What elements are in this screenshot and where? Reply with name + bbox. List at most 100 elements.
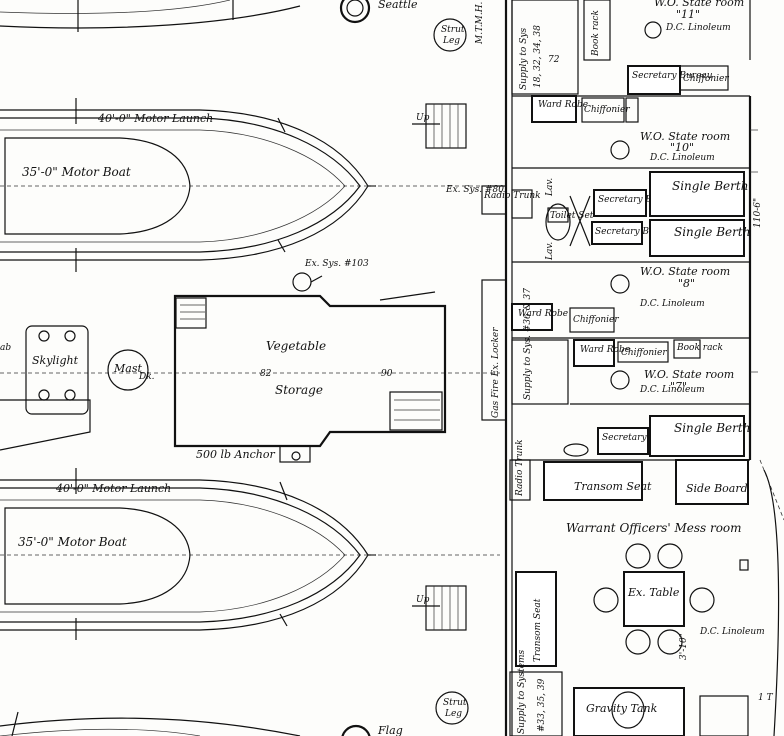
anchor: 500 lb Anchor (196, 445, 311, 463)
label-ward-robe-1: Ward Robe (538, 100, 588, 110)
state-room-10: Ward Robe Chiffonier W.O. State room "10… (512, 95, 750, 169)
label-supply-top-nums2: 72 (548, 55, 560, 65)
label-chiffonier-2: Chiffonier (584, 105, 630, 115)
label-state-room-7: W.O. State room (644, 368, 734, 381)
ex-sys-103: Ex. Sys. #103 (292, 259, 369, 292)
label-skylight: Skylight (32, 354, 79, 367)
label-dim-3-10: 3'-10" (679, 633, 689, 660)
label-linoleum-2: D.C. Linoleum (649, 153, 715, 163)
label-state-room-7-num: "7" (670, 380, 687, 393)
label-chiffonier-3: Chiffonier (573, 315, 619, 325)
label-sec-bureau-2: Secretary Bureau (598, 195, 679, 205)
label-state-room-10-num: "10" (670, 141, 694, 154)
label-motorboat-top: 35'-0" Motor Boat (22, 165, 131, 179)
berth-block-lower: Secretary Bureau Single Berth (512, 415, 750, 461)
label-ward-robe-2: Ward Robe (518, 309, 568, 319)
seattle-ring: Seattle (339, 0, 418, 24)
label-dim-110: 110-6" (753, 198, 763, 228)
label-linoleum-4: D.C. Linoleum (639, 385, 705, 395)
label-frame-90: 90 (381, 369, 393, 379)
label-dim-1t: 1 T (758, 693, 774, 703)
label-state-room-11-num: "11" (676, 8, 700, 21)
label-mess-room: Warrant Officers' Mess room (566, 521, 742, 535)
label-transom-seat: Transom Seat (574, 480, 652, 493)
label-transom-seat-2: Transom Seat (533, 598, 543, 662)
label-sec-bureau-1: Secretary Bureau (632, 71, 713, 81)
label-ex-sys-103: Ex. Sys. #103 (304, 259, 369, 269)
label-book-rack-2: Book rack (676, 343, 723, 353)
partial-boat-bottom (0, 711, 301, 736)
label-supply-bottom: Supply to Systems (517, 649, 527, 734)
label-mtmh: M.T.M.H. (475, 1, 485, 45)
partial-boat-top (0, 0, 301, 32)
label-mast: Mast (113, 362, 142, 375)
label-linoleum-3: D.C. Linoleum (639, 299, 705, 309)
label-ab: ab (0, 343, 11, 353)
label-gas-fire: Gas Fire Ex. Locker (491, 327, 501, 418)
label-ward-robe-3: Ward Robe (580, 345, 630, 355)
ladder-up-bottom: Up (412, 585, 467, 631)
label-state-room-8-num: "8" (678, 277, 695, 290)
label-sec-bureau-4: Secretary Bureau (602, 433, 683, 443)
label-leg-bottom: Leg (444, 709, 462, 719)
gas-fire-locker: Gas Fire Ex. Locker Supply to Sys. #36 &… (481, 279, 569, 421)
radio-trunk: Radio Trunk Ex. Sys. #80 (445, 185, 541, 219)
label-up-top: Up (416, 113, 430, 123)
label-chiffonier-1: Chiffonier (683, 74, 729, 84)
label-ex-sys-80: Ex. Sys. #80 (445, 185, 504, 195)
label-state-room-11: W.O. State room (654, 0, 744, 9)
motor-launch-bottom: 40'-0" Motor Launch 35'-0" Motor Boat (0, 468, 376, 640)
label-linoleum-1: D.C. Linoleum (665, 23, 731, 33)
label-strut-bottom: Strut (443, 698, 467, 708)
supply-top: Supply to Sys 18, 32, 34, 38 72 Book rac… (511, 0, 611, 95)
motor-launch-top: 40'-0" Motor Launch 35'-0" Motor Boat (0, 98, 376, 272)
skylight: Skylight ab (0, 325, 91, 451)
label-mast-abbr: Dk. (138, 372, 155, 382)
label-vegetable: Vegetable (266, 339, 326, 353)
label-supply-top-nums: 18, 32, 34, 38 (533, 25, 543, 88)
mess-room: Warrant Officers' Mess room Ex. Table D.… (515, 521, 765, 667)
label-flag: Flag (377, 724, 403, 736)
label-lav-1: Lav. (545, 178, 555, 197)
label-book-rack: Book rack (591, 10, 601, 57)
label-radio-trunk-2: Radio Trunk (515, 439, 525, 497)
label-single-berth-2: Single Berth (674, 225, 750, 239)
ladder-up-top: Up (412, 103, 467, 149)
state-room-7: Ward Robe Chiffonier Book rack W.O. Stat… (570, 339, 750, 405)
label-frame-82: 82 (260, 369, 272, 379)
label-single-berth-3: Single Berth (674, 421, 750, 435)
label-lav-2: Lav. (545, 242, 555, 261)
state-room-11: W.O. State room "11" D.C. Linoleum Secre… (627, 0, 751, 95)
label-supply-top: Supply to Sys (519, 28, 529, 90)
label-chiffonier-4: Chiffonier (621, 348, 667, 358)
state-room-8: W.O. State room "8" D.C. Linoleum Ward R… (511, 265, 750, 339)
flag-ring: Flag (341, 724, 403, 736)
label-strut-top: Strut (441, 25, 465, 35)
label-motorboat-bottom: 35'-0" Motor Boat (18, 535, 127, 549)
label-state-room-10: W.O. State room (640, 130, 730, 143)
label-ex-table: Ex. Table (627, 586, 680, 599)
label-state-room-8: W.O. State room (640, 265, 730, 278)
label-supply-bottom-nums: #33, 35, 39 (537, 678, 547, 732)
label-anchor: 500 lb Anchor (196, 448, 275, 461)
gravity-tank: Supply to Systems #33, 35, 39 Gravity Ta… (509, 649, 749, 736)
label-sec-bureau-3: Secretary Bureau (595, 227, 676, 237)
vegetable-storage: Vegetable Storage 82 90 (173, 291, 447, 448)
label-linoleum-5: D.C. Linoleum (699, 627, 765, 637)
label-side-board: Side Board (686, 482, 748, 495)
label-leg-top: Leg (442, 36, 460, 46)
transom-area: Radio Trunk Transom Seat Side Board (509, 439, 749, 505)
label-toilet-set: Toilet Set (550, 211, 594, 221)
label-seattle: Seattle (378, 0, 418, 11)
toilet-block: Toilet Set Lav. Lav. (545, 178, 594, 261)
label-launch-top: 40'-0" Motor Launch (97, 112, 213, 125)
label-launch-bottom: 40'-0" Motor Launch (55, 482, 171, 495)
berth-block-upper: Secretary Bureau Single Berth Secretary … (512, 171, 750, 263)
mast: Mast Dk. (107, 349, 155, 391)
label-storage: Storage (275, 383, 323, 397)
strut-leg-top: Strut Leg M.T.M.H. (433, 1, 485, 52)
label-supply-mid: Supply to Sys. #36 & 37 (523, 288, 533, 400)
label-single-berth-1: Single Berth (672, 179, 748, 193)
